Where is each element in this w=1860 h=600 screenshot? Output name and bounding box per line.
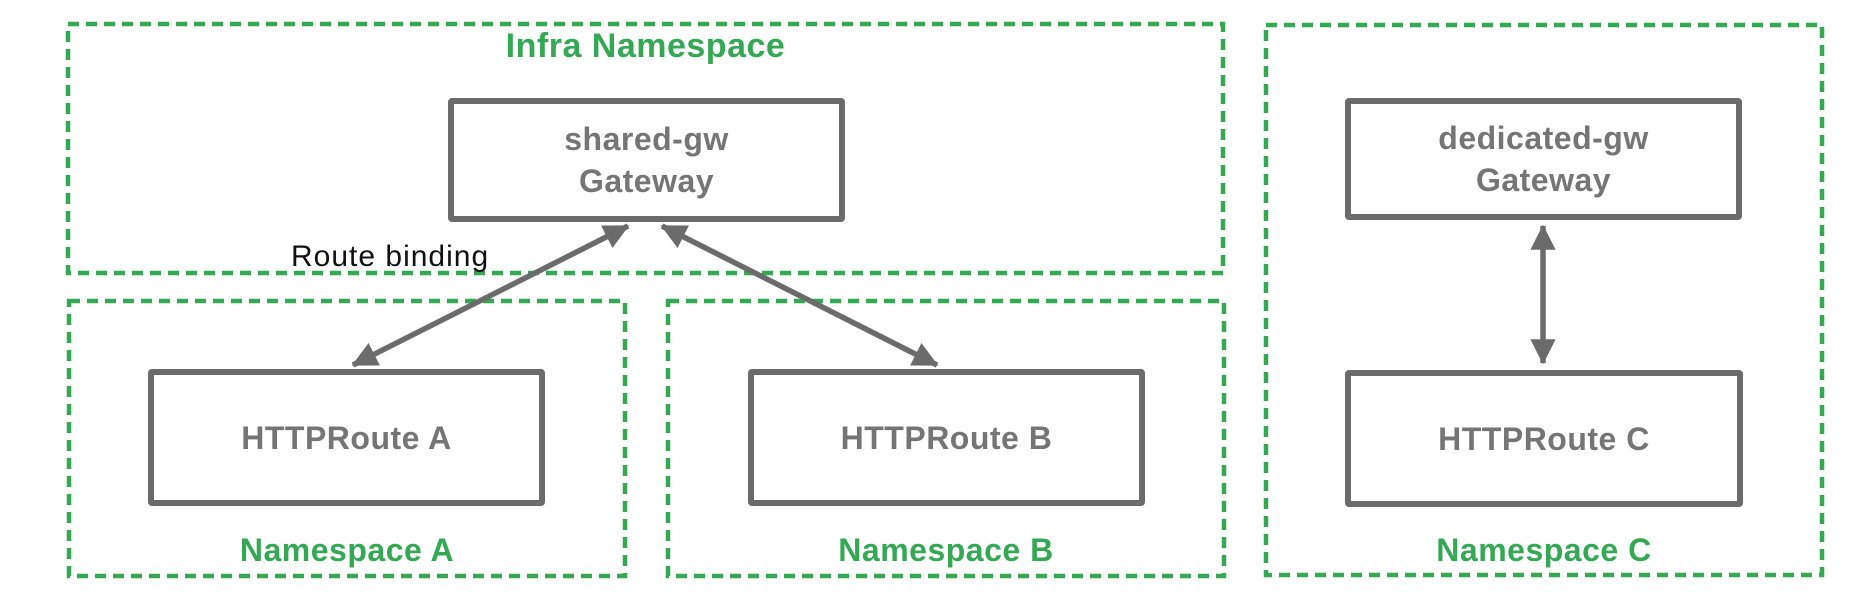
shared-gw-name: shared-gw	[564, 121, 729, 157]
route-binding-label: Route binding	[291, 240, 490, 273]
infra-namespace-label: Infra Namespace	[505, 27, 786, 65]
httproute-c-node: HTTPRoute C	[1345, 370, 1743, 507]
dedicated-gw-name: dedicated-gw	[1438, 120, 1649, 156]
namespace-b-label: Namespace B	[838, 532, 1054, 568]
namespace-a-label: Namespace A	[239, 532, 455, 568]
route-b-to-shared-gw-arrow	[660, 223, 939, 368]
shared-gw-gateway-node: shared-gw Gateway	[448, 98, 845, 222]
namespace-c-label: Namespace C	[1436, 532, 1652, 568]
httproute-b-node: HTTPRoute B	[748, 369, 1145, 506]
dedicated-gw-gateway-node: dedicated-gw Gateway	[1345, 98, 1742, 220]
httproute-c-name: HTTPRoute C	[1438, 420, 1650, 457]
shared-gw-kind: Gateway	[578, 163, 715, 199]
httproute-b-name: HTTPRoute B	[840, 419, 1053, 456]
httproute-a-node: HTTPRoute A	[148, 369, 545, 506]
dedicated-gw-kind: Gateway	[1475, 162, 1612, 198]
httproute-a-name: HTTPRoute A	[241, 419, 452, 456]
